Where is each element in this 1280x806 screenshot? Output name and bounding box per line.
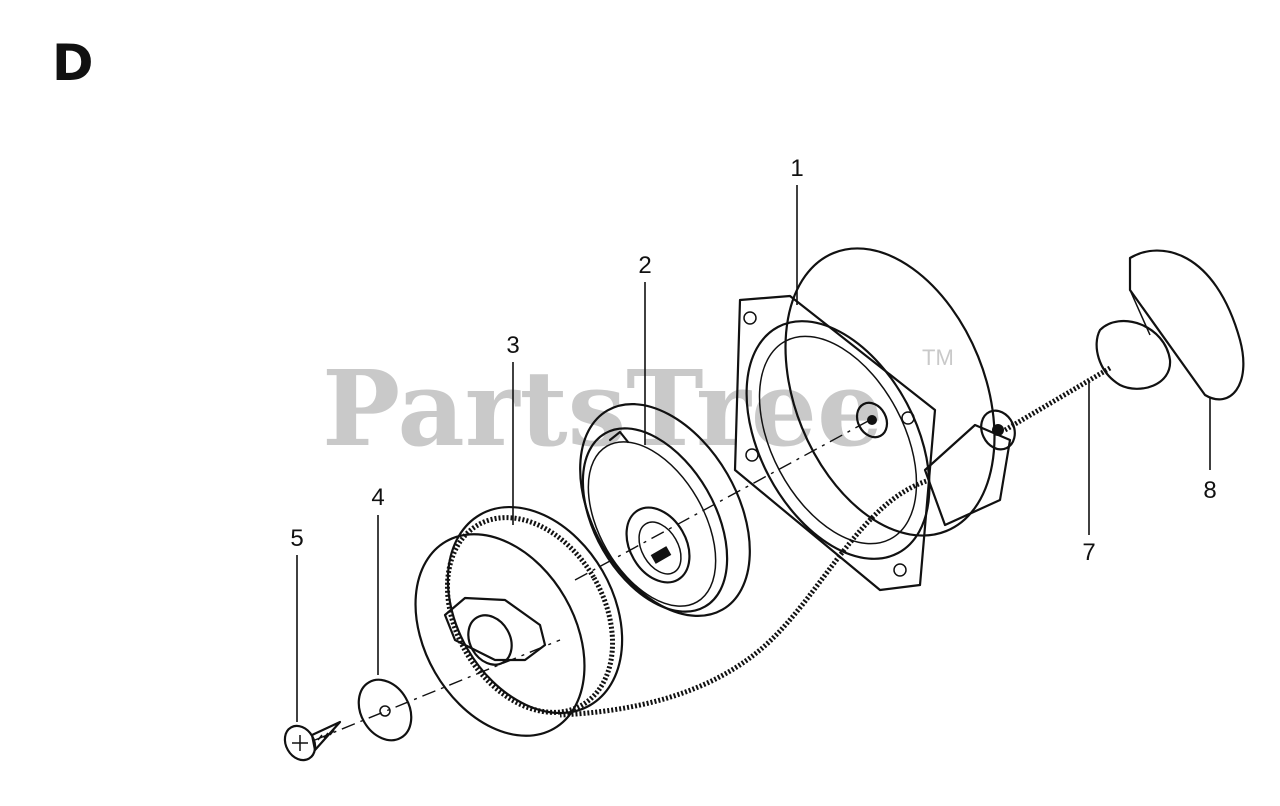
starter-handle [1095, 249, 1245, 401]
callout-5: 5 [290, 525, 303, 552]
watermark-text: PartsTree [322, 347, 883, 470]
callout-3: 3 [506, 332, 519, 359]
screw [283, 720, 342, 762]
callout-4: 4 [371, 484, 384, 511]
section-letter: D [52, 34, 94, 92]
watermark-trademark: TM [922, 345, 954, 370]
callout-7: 7 [1082, 539, 1095, 566]
callout-numbers: 1 2 3 4 5 7 8 [290, 155, 1216, 566]
recoil-spring [579, 403, 751, 617]
callout-2: 2 [638, 252, 651, 279]
assembly-axis [314, 419, 871, 741]
washer [357, 678, 413, 742]
rope-pulley [414, 505, 624, 737]
recoil-housing [733, 247, 1016, 592]
starter-rope [559, 365, 1112, 718]
callout-1: 1 [790, 155, 803, 182]
callout-8: 8 [1203, 477, 1216, 504]
leader-lines [296, 185, 1211, 722]
